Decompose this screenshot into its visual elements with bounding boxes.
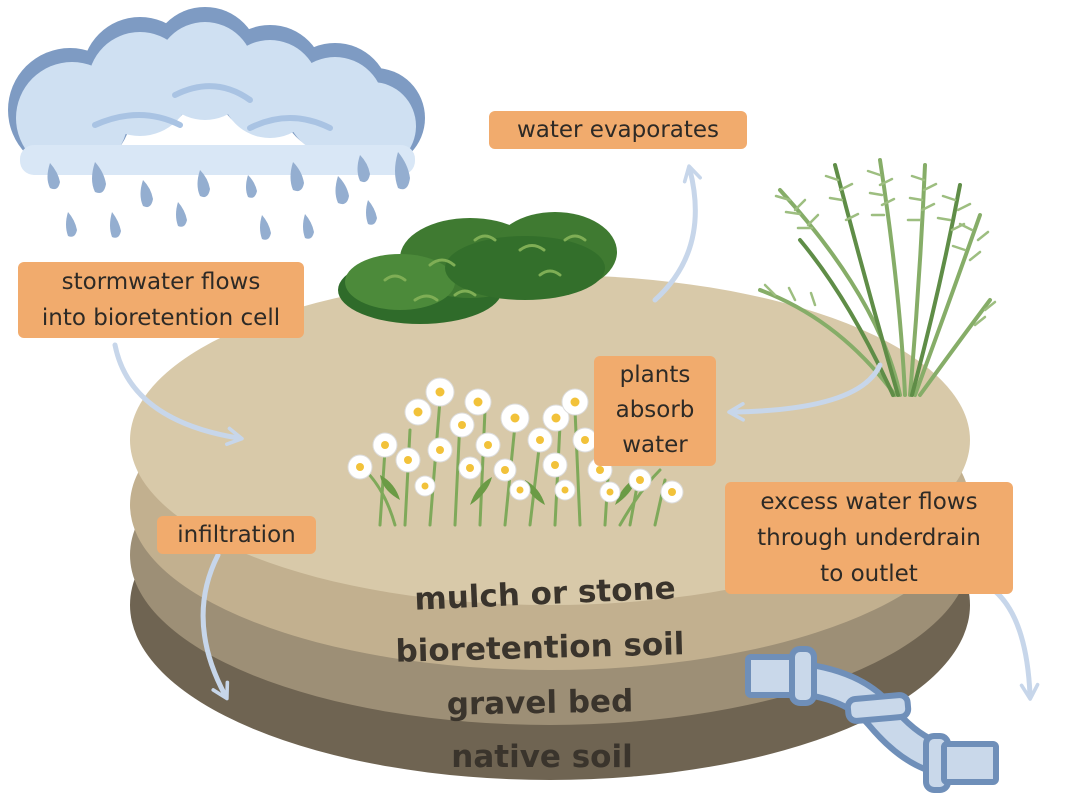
callout-excess-water: excess water flows through underdrain to… <box>725 482 1013 594</box>
layer-label-gravel: gravel bed <box>446 683 633 722</box>
callout-line: excess water flows <box>760 489 978 515</box>
callout-line: plants <box>619 362 691 388</box>
layer-labels: mulch or stone bioretention soil gravel … <box>395 570 685 775</box>
callout-text: water evaporates <box>516 117 720 143</box>
callout-infiltration: infiltration <box>157 516 316 554</box>
underdrain-pipe-icon <box>745 646 999 793</box>
callout-line: into bioretention cell <box>41 305 281 331</box>
ornamental-grass-icon <box>758 158 997 397</box>
callout-stormwater: stormwater flows into bioretention cell <box>18 262 304 338</box>
layer-label-soil: bioretention soil <box>395 626 685 670</box>
callout-line: to outlet <box>820 561 918 587</box>
infiltration-arrow <box>200 552 230 701</box>
callout-line: through underdrain <box>757 525 981 551</box>
callout-plants-absorb: plants absorb water <box>594 356 716 466</box>
callout-line: water <box>622 432 688 458</box>
evaporation-arrow <box>652 164 702 303</box>
callout-text: infiltration <box>177 522 296 548</box>
absorption-arrow <box>727 362 883 422</box>
shrub-icon <box>338 212 617 324</box>
daisy-flowers-icon <box>347 377 684 527</box>
callout-line: stormwater flows <box>61 269 261 295</box>
callout-water-evaporates: water evaporates <box>489 111 747 149</box>
inflow-arrow <box>112 342 244 447</box>
layer-label-native: native soil <box>451 739 632 775</box>
callout-line: absorb <box>615 397 695 423</box>
rain-cloud-icon <box>8 7 425 240</box>
